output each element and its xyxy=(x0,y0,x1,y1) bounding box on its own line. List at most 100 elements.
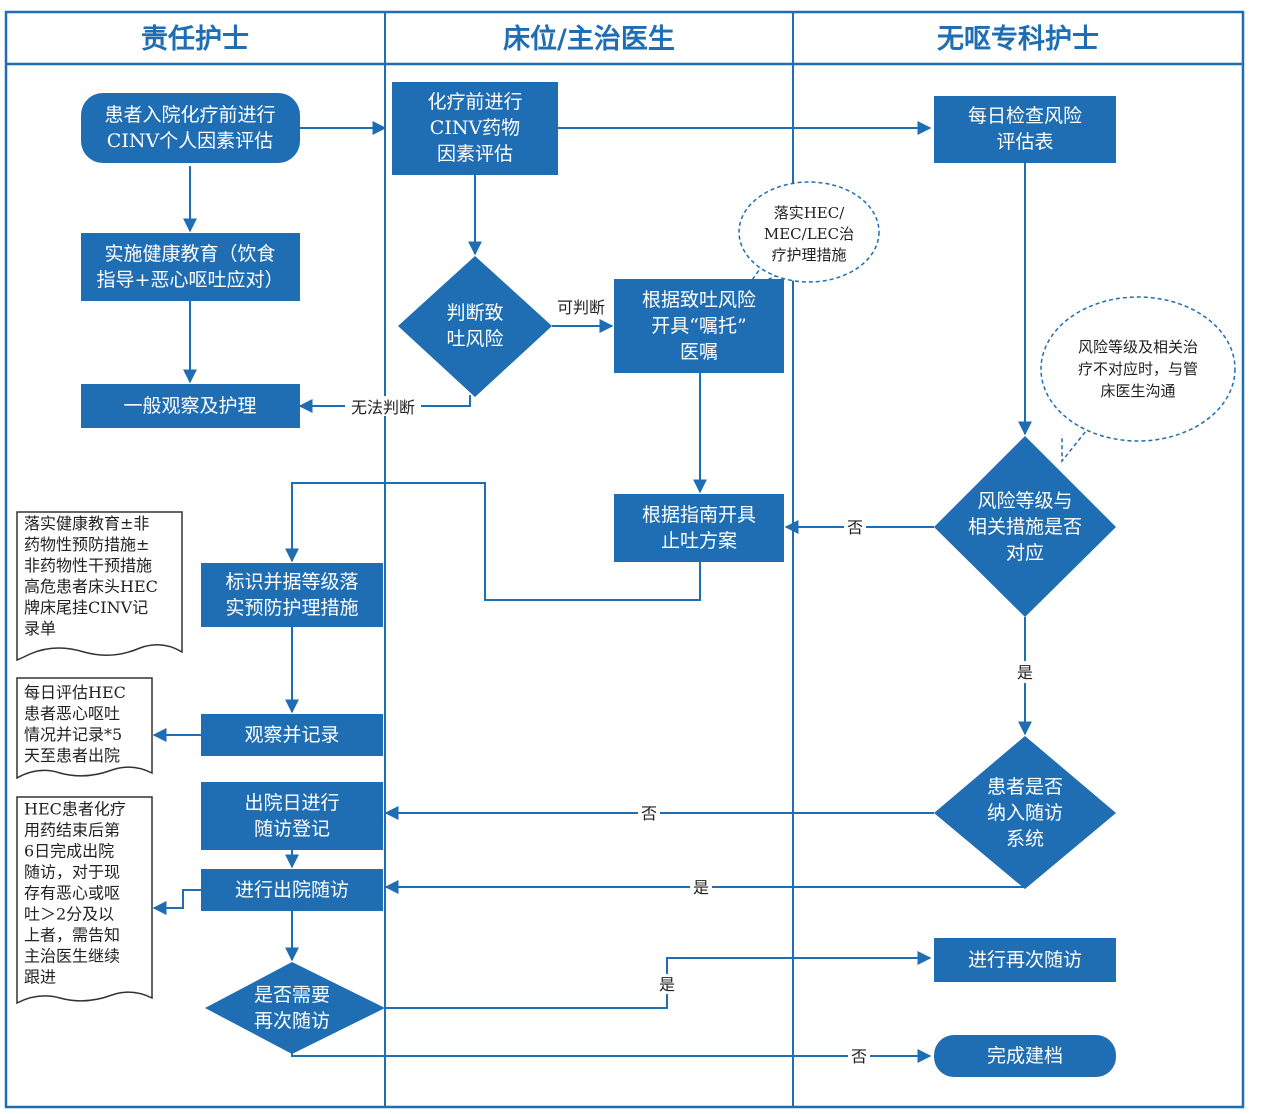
note-doc1 xyxy=(16,511,183,662)
node-s1-label: 每日检查风险 xyxy=(968,105,1082,127)
node-n4-label: 实预防护理措施 xyxy=(225,597,358,619)
note-doc3-label: 主治医生继续 xyxy=(24,947,120,966)
edge-label-can-judge: 可判断 xyxy=(557,298,605,317)
edge-label-yes-2: 是 xyxy=(693,878,709,897)
bubble-b2 xyxy=(1040,296,1236,442)
note-doc3-label: 用药结束后第 xyxy=(24,821,120,840)
bubble-b1-label: 落实HEC/ xyxy=(774,204,846,222)
node-s2-label: 风险等级与 xyxy=(977,490,1072,512)
lane-title-nurse: 责任护士 xyxy=(141,24,249,55)
swimlane-frame xyxy=(4,10,1245,1109)
note-doc3-label: 吐＞2分及以 xyxy=(24,905,114,924)
node-n7 xyxy=(201,869,383,911)
node-n2-label: 指导+恶心呕吐应对） xyxy=(97,269,284,291)
note-doc1-label: 药物性预防措施± xyxy=(24,535,149,554)
node-d4 xyxy=(614,494,784,562)
edge-label-no-3: 否 xyxy=(851,1047,867,1066)
node-n1-label: CINV个人因素评估 xyxy=(107,130,273,152)
bubbles xyxy=(738,181,1236,442)
node-n3-label: 一般观察及护理 xyxy=(123,395,256,417)
node-n5 xyxy=(201,714,383,756)
node-n1-label: 患者入院化疗前进行 xyxy=(104,104,275,126)
bubble-b2-label: 床医生沟通 xyxy=(1100,382,1175,400)
note-doc1-label: 牌床尾挂CINV记 xyxy=(24,598,148,617)
node-s3 xyxy=(934,736,1116,889)
note-doc1-label: 落实健康教育±非 xyxy=(24,514,149,533)
node-s2 xyxy=(934,436,1116,617)
node-s5-label: 完成建档 xyxy=(987,1045,1063,1067)
node-d1 xyxy=(392,82,558,175)
node-d4-label: 根据指南开具 xyxy=(642,504,756,526)
node-n7-label: 进行出院随访 xyxy=(235,879,349,901)
node-n6-label: 出院日进行 xyxy=(244,792,339,814)
node-n8-label: 再次随访 xyxy=(254,1010,330,1032)
edge-label-yes-1: 是 xyxy=(1017,663,1033,682)
edge-label-no-1: 否 xyxy=(847,518,863,537)
note-doc3-label: 随访，对于现 xyxy=(24,863,120,882)
node-s4 xyxy=(934,938,1116,982)
node-s1 xyxy=(934,96,1116,163)
node-d2-label: 判断致 xyxy=(446,302,503,324)
node-n3 xyxy=(81,384,300,428)
bubble-b1-label: MEC/LEC治 xyxy=(764,225,854,243)
node-s1-label: 评估表 xyxy=(996,131,1053,153)
note-doc3-label: HEC患者化疗 xyxy=(24,800,126,819)
note-doc3 xyxy=(16,796,153,1005)
node-d2 xyxy=(398,256,552,397)
node-n6-label: 随访登记 xyxy=(254,818,330,840)
note-doc1-label: 录单 xyxy=(24,619,56,638)
node-s3-label: 纳入随访 xyxy=(987,802,1063,824)
node-n4 xyxy=(201,563,383,627)
bubble-b2-label: 风险等级及相关治 xyxy=(1078,338,1198,356)
edge-n8-s5 xyxy=(291,1049,932,1063)
note-doc1-label: 高危患者床头HEC xyxy=(24,577,158,596)
notes xyxy=(16,511,183,1005)
bubble-b2-label: 疗不对应时，与管 xyxy=(1078,360,1198,378)
note-doc3-label: 跟进 xyxy=(24,968,56,987)
node-n6 xyxy=(201,782,383,850)
note-doc2-label: 天至患者出院 xyxy=(24,746,120,765)
note-doc3-label: 6日完成出院 xyxy=(24,842,114,861)
node-d3-label: 开具“嘱托” xyxy=(651,315,746,337)
node-n8-label: 是否需要 xyxy=(254,984,330,1006)
node-d1-label: CINV药物 xyxy=(430,117,520,139)
node-s3-label: 患者是否 xyxy=(987,776,1063,798)
bubble-b1-label: 疗护理措施 xyxy=(771,246,846,264)
node-s2-label: 相关措施是否 xyxy=(968,516,1082,538)
note-doc2 xyxy=(16,677,153,780)
node-n2-label: 实施健康教育（饮食 xyxy=(104,243,275,265)
nodes xyxy=(81,82,1116,1077)
bubble-b1 xyxy=(738,181,880,283)
node-s5 xyxy=(934,1035,1116,1077)
edge-d4-n4 xyxy=(285,482,701,601)
node-d4-label: 止吐方案 xyxy=(661,530,737,552)
note-doc2-label: 情况并记录*5 xyxy=(24,725,122,744)
node-d3 xyxy=(614,279,784,373)
note-doc3-label: 上者，需告知 xyxy=(24,926,120,945)
node-n8 xyxy=(205,962,385,1054)
node-s4-label: 进行再次随访 xyxy=(968,949,1082,971)
node-s2-label: 对应 xyxy=(1006,542,1044,564)
node-d2-label: 吐风险 xyxy=(446,328,503,350)
node-d3-label: 医嘱 xyxy=(680,341,718,363)
node-d1-label: 化疗前进行 xyxy=(427,91,522,113)
note-doc3-label: 存有恶心或呕 xyxy=(24,884,120,903)
node-s3-label: 系统 xyxy=(1006,828,1044,850)
note-doc2-label: 患者恶心呕吐 xyxy=(24,704,120,723)
edge-labels: 可判断 无法判断 否 是 否 是 是 否 xyxy=(345,298,1037,1066)
note-doc1-label: 非药物性干预措施 xyxy=(24,556,152,575)
edge-n7-doc3 xyxy=(152,889,201,915)
node-d1-label: 因素评估 xyxy=(437,143,513,165)
note-doc2-label: 每日评估HEC xyxy=(24,683,126,702)
node-n1 xyxy=(81,93,300,163)
lane-title-doctor: 床位/主治医生 xyxy=(503,23,675,55)
edge-label-yes-3: 是 xyxy=(659,975,675,994)
node-d3-label: 根据致吐风险 xyxy=(642,289,756,311)
lane-title-specialist: 无呕专科护士 xyxy=(937,24,1099,55)
node-n2 xyxy=(81,233,300,301)
node-n4-label: 标识并据等级落 xyxy=(225,571,358,593)
